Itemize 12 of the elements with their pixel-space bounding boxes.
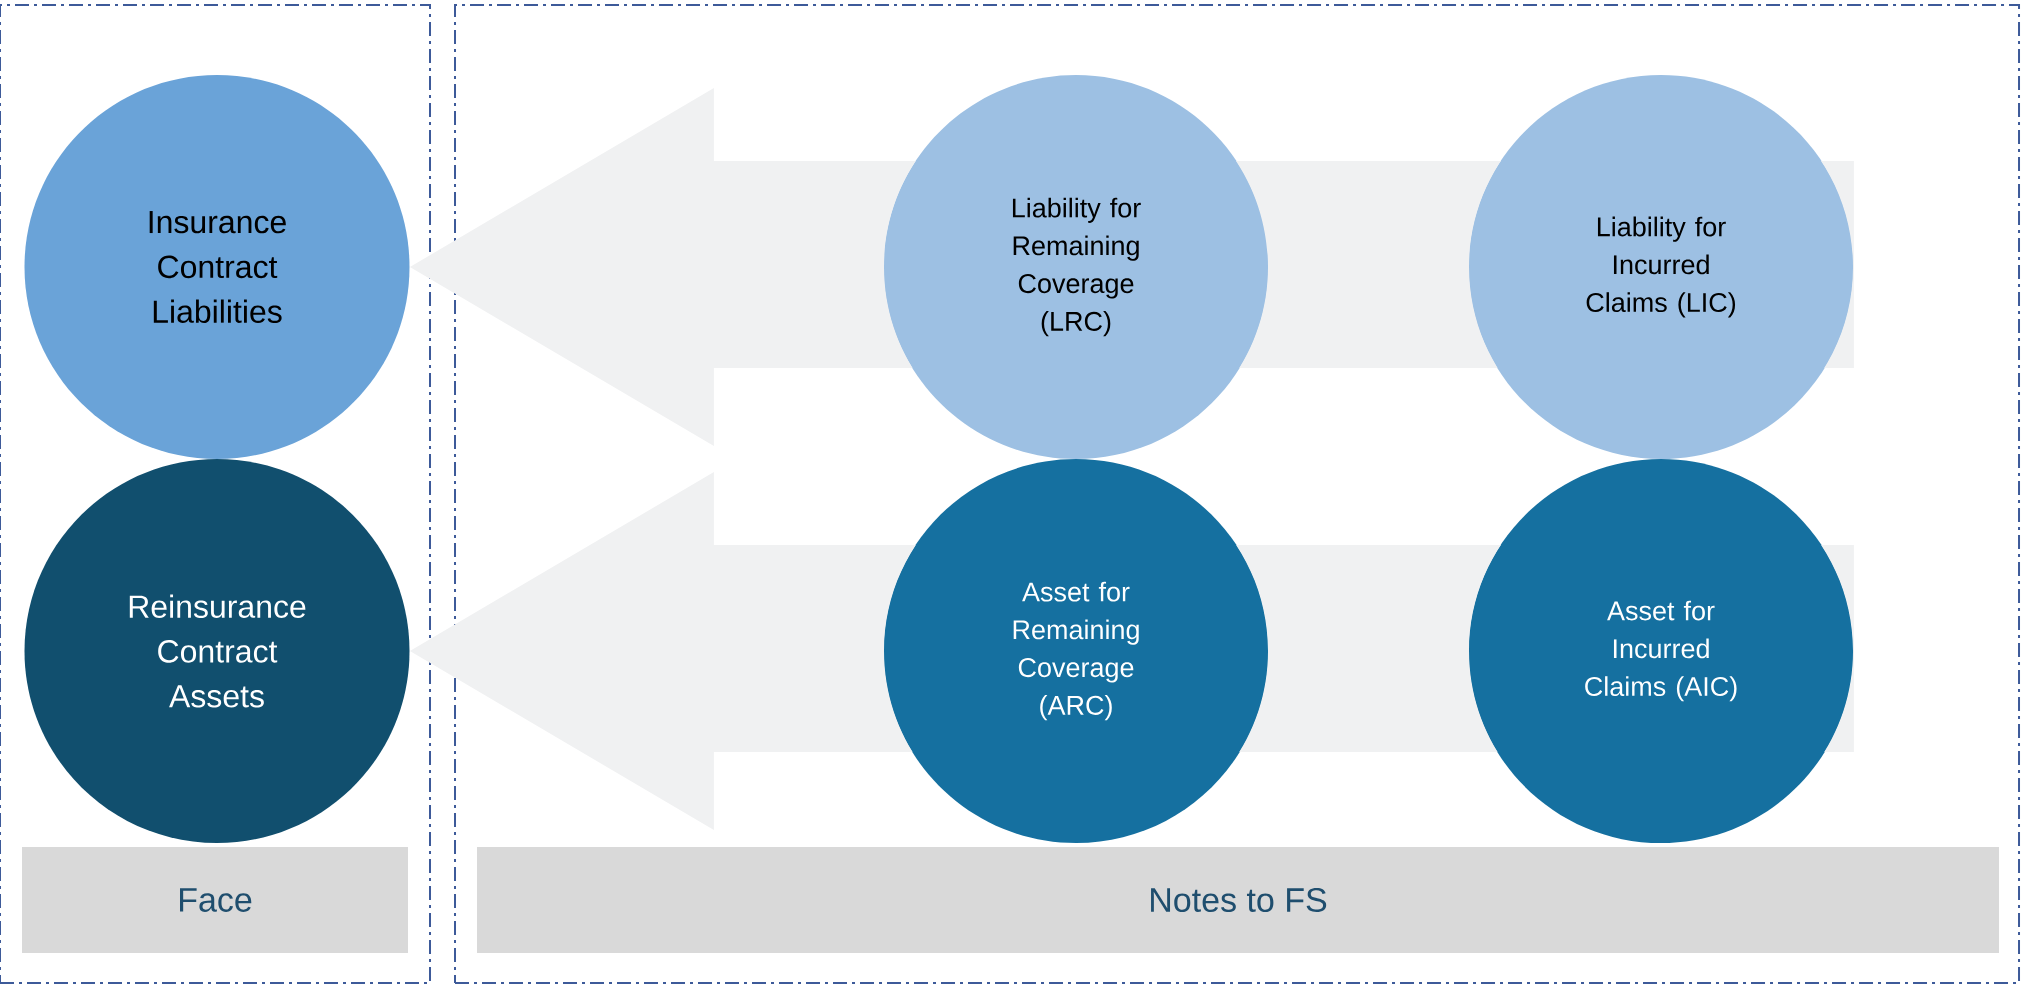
label-bar: Face	[22, 847, 408, 953]
circle-node: Liability for Remaining Coverage (LRC)	[883, 75, 1269, 459]
circle-node: Asset for Remaining Coverage (ARC)	[883, 459, 1269, 843]
circle-node: Asset for Incurred Claims (AIC)	[1468, 459, 1854, 843]
circle-node: Liability for Incurred Claims (LIC)	[1468, 75, 1854, 459]
dashed-frame	[0, 4, 431, 984]
label-bar: Notes to FS	[477, 847, 1999, 953]
broad-arrow	[409, 88, 1854, 446]
circle-node: Reinsurance Contract Assets	[24, 459, 410, 843]
dashed-frame	[454, 4, 2020, 984]
circle-node: Insurance Contract Liabilities	[24, 75, 410, 459]
broad-arrow	[409, 472, 1854, 830]
